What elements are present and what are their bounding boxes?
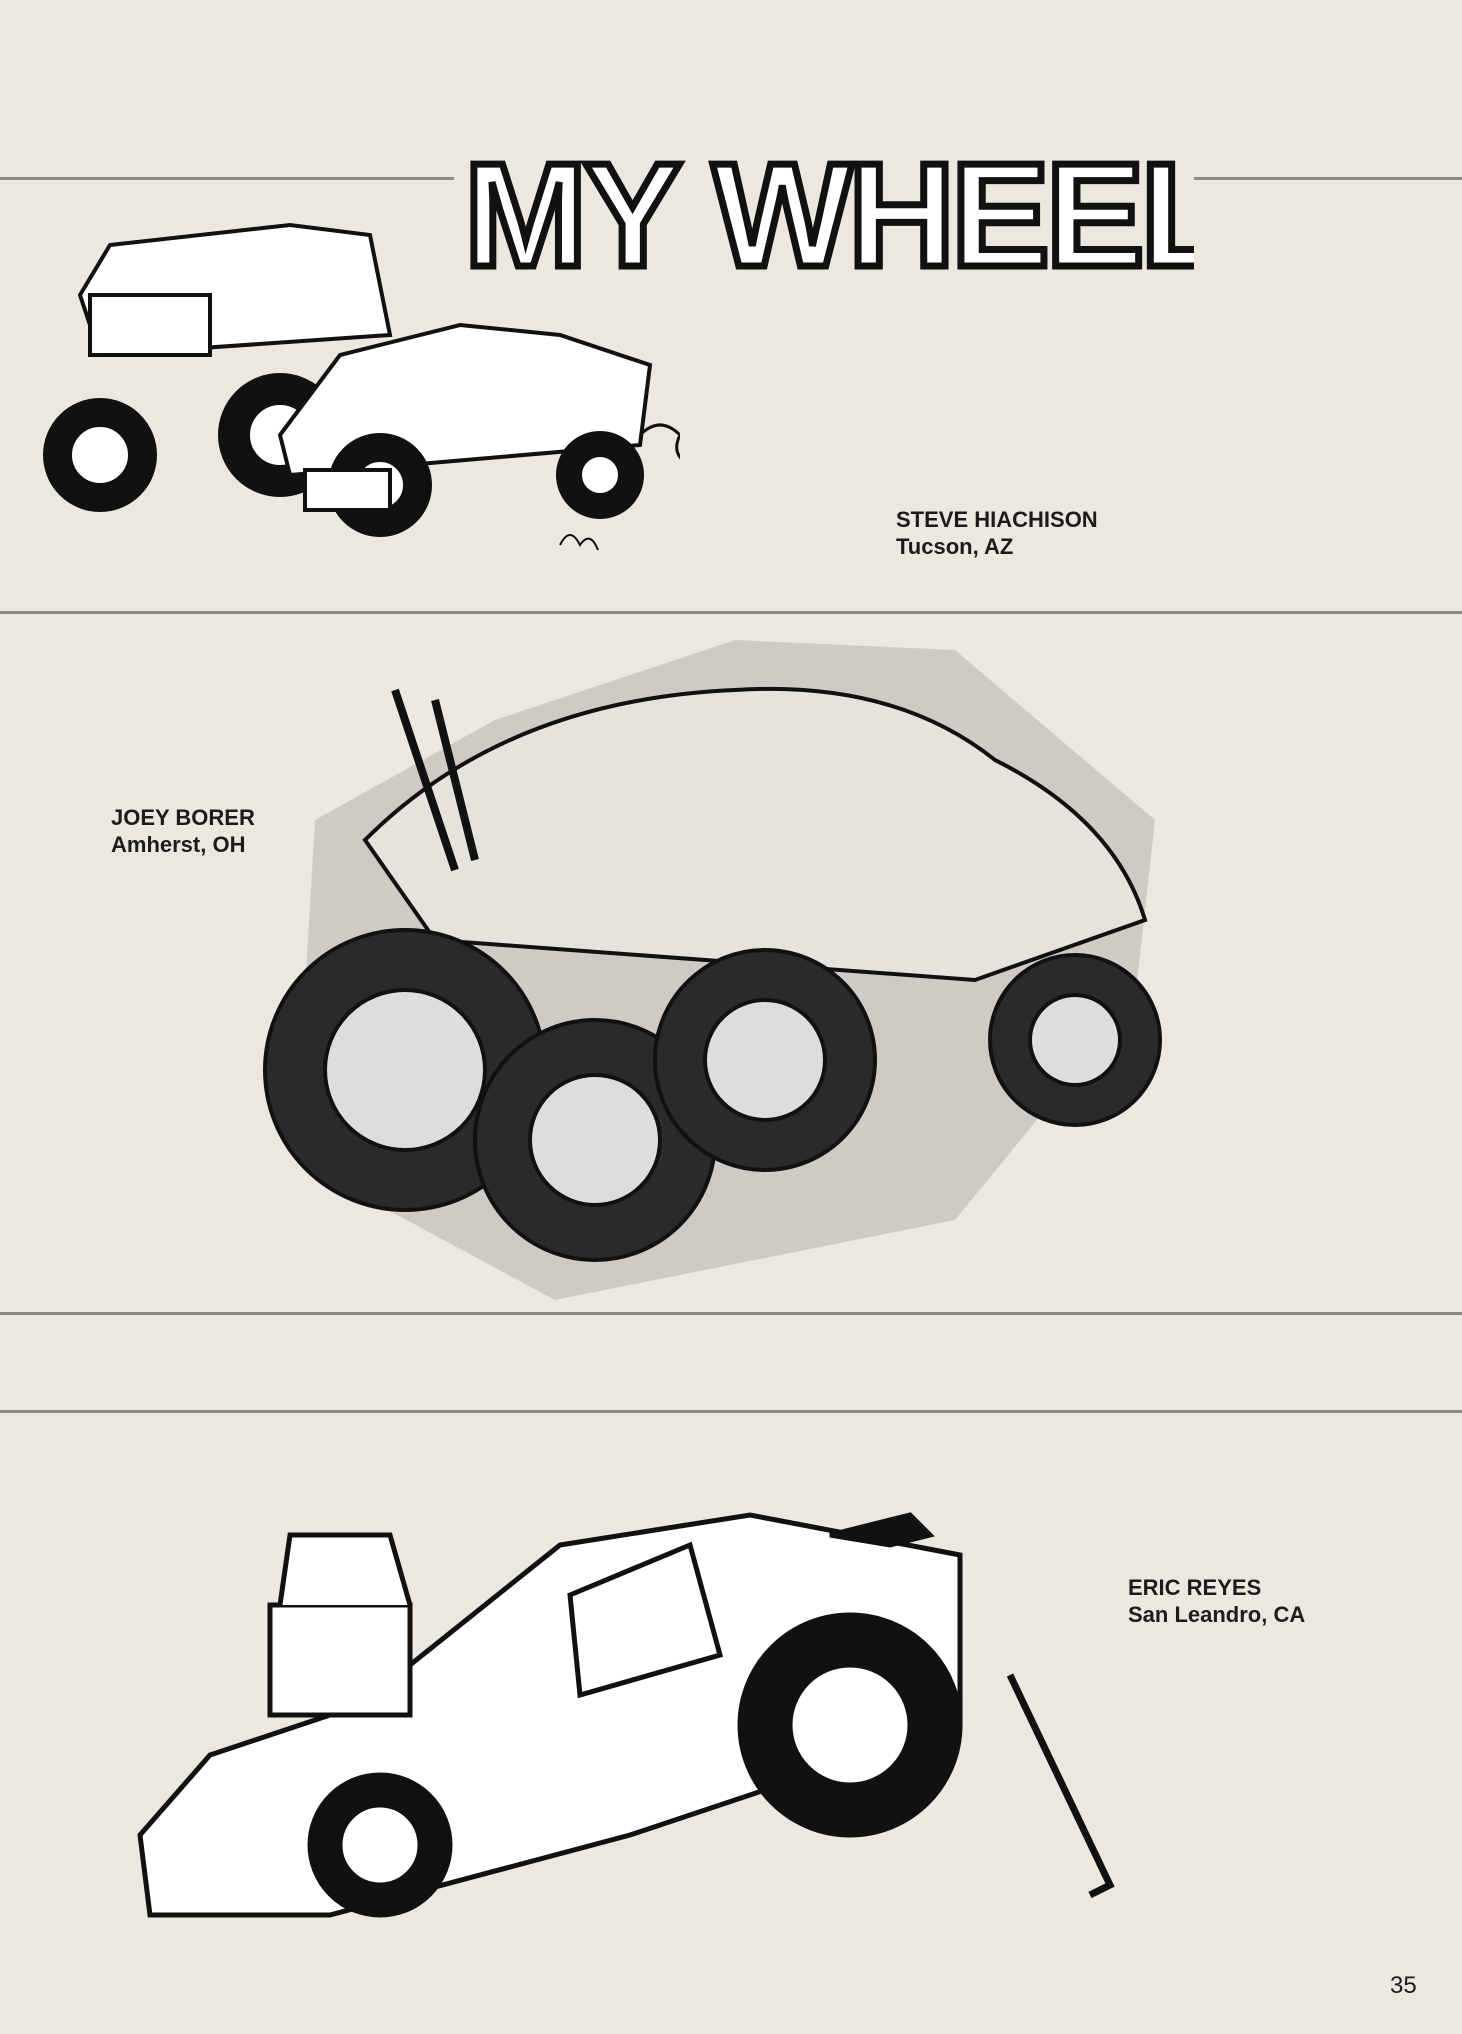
credit-steve-hiachison: STEVE HIACHISON Tucson, AZ [896, 506, 1098, 560]
drawing-truck-and-coupe [40, 185, 691, 585]
divider-rule [0, 1312, 1462, 1315]
divider-rule [0, 611, 1462, 614]
artist-name: JOEY BORER [111, 805, 255, 830]
drawing-monster-karmann [255, 620, 1175, 1300]
artist-location: Amherst, OH [111, 832, 246, 857]
drawing-funny-car [130, 1475, 1140, 1935]
credit-joey-borer: JOEY BORER Amherst, OH [111, 804, 255, 858]
artist-name: ERIC REYES [1128, 1575, 1262, 1600]
artist-location: Tucson, AZ [896, 534, 1014, 559]
artist-location: San Leandro, CA [1128, 1602, 1306, 1627]
artist-name: STEVE HIACHISON [896, 507, 1098, 532]
credit-eric-reyes: ERIC REYES San Leandro, CA [1128, 1574, 1305, 1628]
divider-rule [0, 1410, 1462, 1413]
page-number: 35 [1390, 1972, 1417, 1999]
